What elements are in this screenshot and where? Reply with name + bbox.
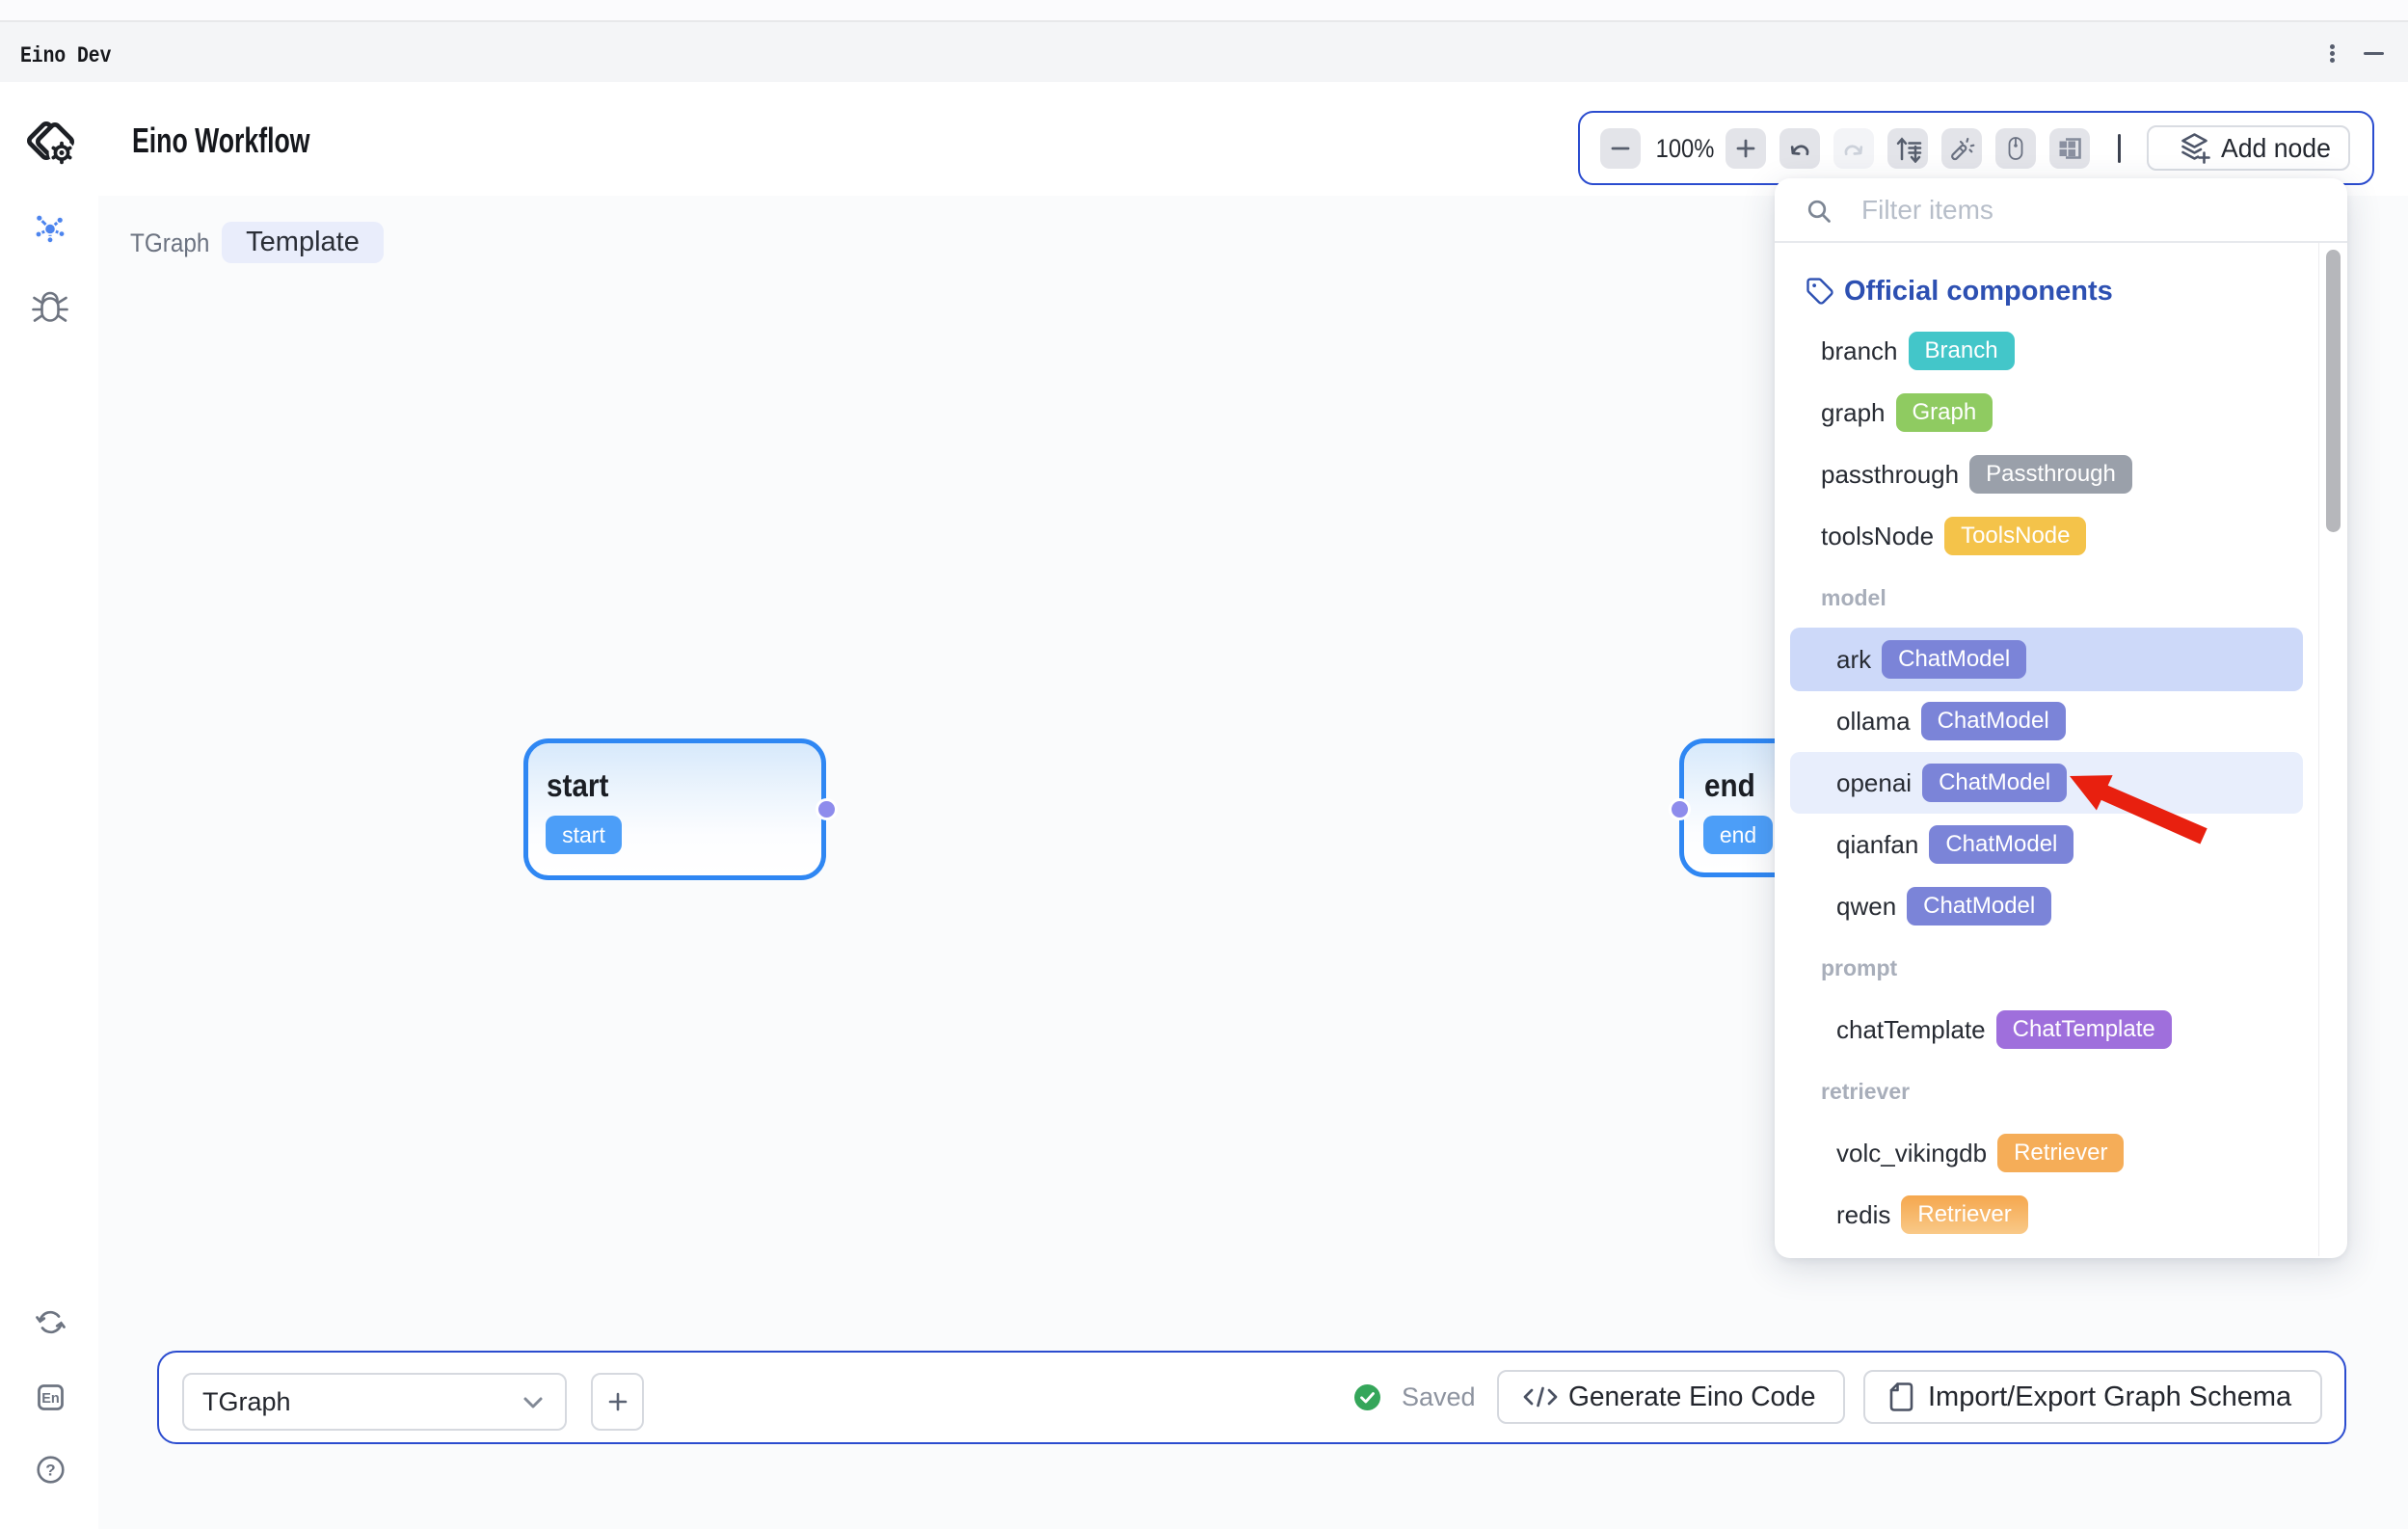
- svg-text:En: En: [41, 1391, 60, 1407]
- svg-text:?: ?: [45, 1462, 55, 1480]
